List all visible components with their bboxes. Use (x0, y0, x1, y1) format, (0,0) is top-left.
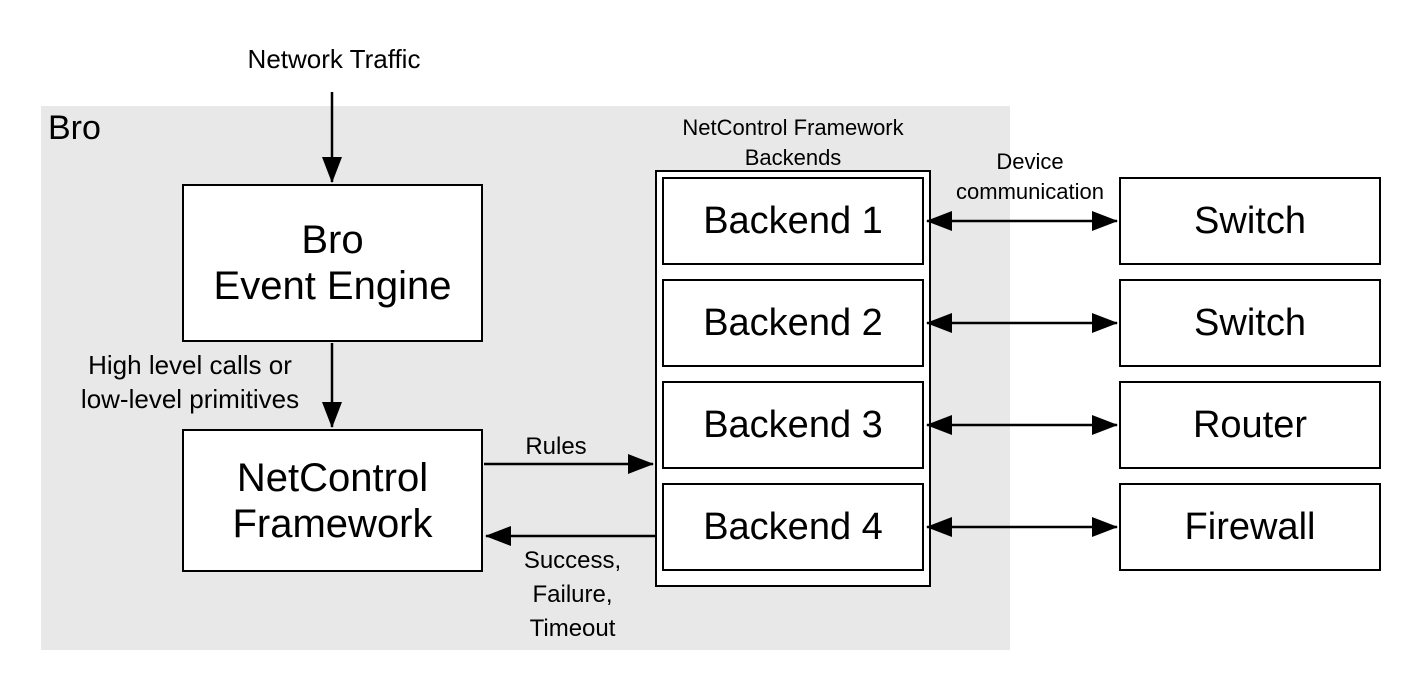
calls-label: High level calls or low-level primitives (50, 348, 330, 416)
network-traffic-label: Network Traffic (247, 44, 421, 74)
calls-label-line1: High level calls or (88, 350, 292, 380)
backends-title-line1: NetControl Framework (682, 115, 904, 140)
backend-3-box: Backend 3 (662, 381, 924, 469)
netcontrol-framework-box: NetControl Framework (182, 429, 483, 572)
calls-label-line2: low-level primitives (80, 384, 300, 414)
device-router: Router (1119, 381, 1381, 469)
backend-4-box: Backend 4 (662, 483, 924, 571)
netcontrol-line2: Framework (232, 501, 433, 546)
event-engine-line1: Bro (301, 218, 364, 262)
event-engine-line2: Event Engine (213, 264, 452, 308)
backends-title: NetControl Framework Backends (640, 113, 946, 173)
netcontrol-line1: NetControl (236, 455, 429, 500)
bro-region-label: Bro (48, 109, 101, 147)
device-switch-2: Switch (1119, 279, 1381, 367)
rules-label: Rules (525, 433, 587, 460)
feedback-line3: Timeout (529, 615, 616, 642)
device-communication-label: Device communication (940, 147, 1120, 207)
backend-1-box: Backend 1 (662, 177, 924, 265)
feedback-line1: Success, (523, 547, 622, 574)
feedback-line2: Failure, (532, 581, 613, 608)
backend-2-box: Backend 2 (662, 279, 924, 367)
feedback-label: Success, Failure, Timeout (500, 544, 645, 646)
device-firewall: Firewall (1119, 483, 1381, 571)
device-switch-1: Switch (1119, 177, 1381, 265)
device-comm-line2: communication (956, 179, 1104, 204)
device-comm-line1: Device (996, 149, 1064, 174)
backends-title-line2: Backends (744, 145, 842, 170)
bro-event-engine-box: Bro Event Engine (182, 184, 483, 342)
